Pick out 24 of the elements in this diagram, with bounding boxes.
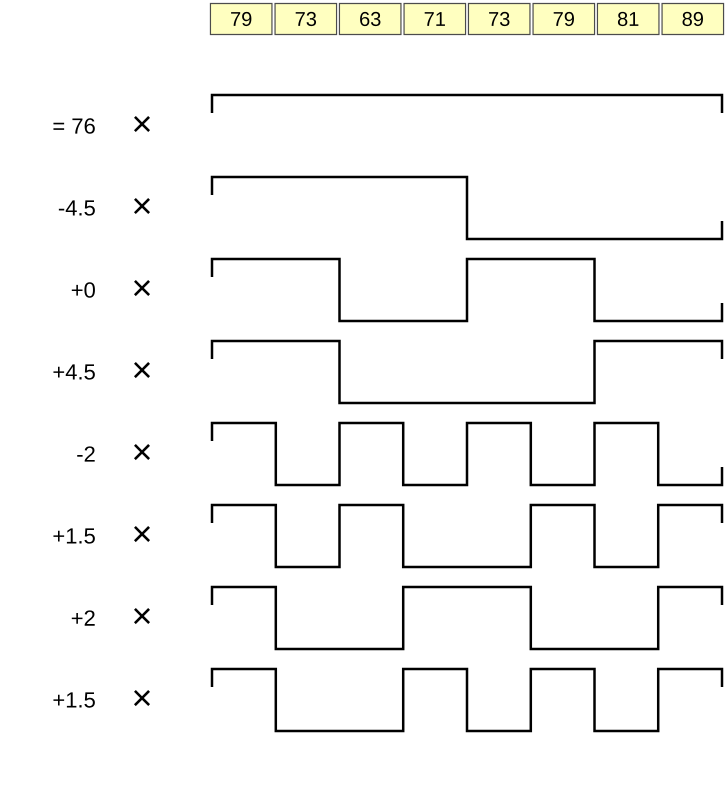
coefficient-label: +0 xyxy=(72,282,95,298)
sample-cell: 81 xyxy=(596,2,660,36)
coefficient-label: +2 xyxy=(72,610,95,626)
sample-cell: 79 xyxy=(210,2,273,36)
multiply-sign: × xyxy=(134,690,150,706)
coefficient-label: -2 xyxy=(77,446,95,462)
coefficient-label: +1.5 xyxy=(53,528,95,544)
multiply-sign: × xyxy=(134,444,150,460)
sample-cell: 71 xyxy=(403,2,466,36)
sample-cell: 63 xyxy=(338,2,402,36)
multiply-sign: × xyxy=(134,116,150,132)
sample-cell: 79 xyxy=(532,2,596,36)
sample-cell: 73 xyxy=(274,2,338,36)
coefficient-label: +4.5 xyxy=(53,364,95,380)
sample-cell: 73 xyxy=(468,2,531,36)
multiply-sign: × xyxy=(134,362,150,378)
multiply-sign: × xyxy=(134,526,150,542)
coefficient-label: +1.5 xyxy=(53,692,95,708)
sample-cell: 89 xyxy=(661,2,724,36)
multiply-sign: × xyxy=(134,198,150,214)
multiply-sign: × xyxy=(134,608,150,624)
multiply-sign: × xyxy=(134,280,150,296)
coefficient-label: -4.5 xyxy=(58,200,95,216)
coefficient-label: = 76 xyxy=(53,118,95,134)
